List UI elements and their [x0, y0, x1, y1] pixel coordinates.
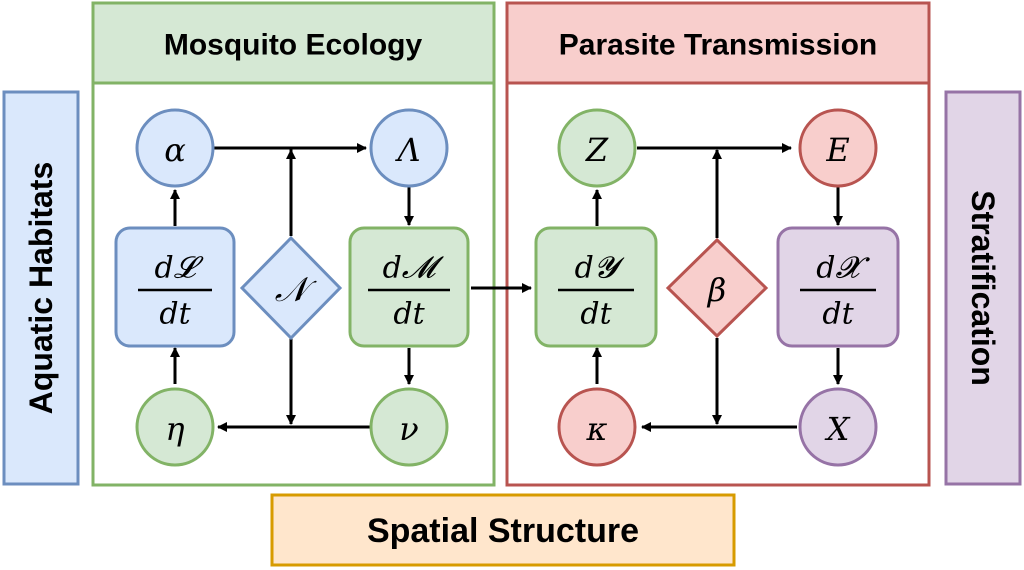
- svg-text:α: α: [164, 131, 186, 169]
- node-dY-dt: d𝓨 dt: [534, 226, 658, 348]
- svg-text:E: E: [825, 131, 849, 169]
- node-beta: β: [665, 237, 769, 339]
- svg-text:d𝓛: d𝓛: [154, 251, 203, 286]
- svg-text:dt: dt: [393, 297, 425, 332]
- aquatic-habitats-panel: Aquatic Habitats: [2, 90, 80, 486]
- node-dM-dt: d𝓜 dt: [348, 226, 470, 348]
- node-eta: η: [135, 387, 215, 467]
- spatial-structure-label: Spatial Structure: [367, 512, 639, 550]
- parasite-transmission-title: Parasite Transmission: [559, 29, 878, 62]
- svg-text:ν: ν: [399, 410, 418, 448]
- svg-text:dt: dt: [822, 297, 854, 332]
- node-alpha: α: [135, 108, 215, 188]
- svg-text:d𝓜: d𝓜: [383, 251, 445, 286]
- node-kappa: κ: [557, 387, 637, 467]
- node-E: E: [798, 108, 878, 188]
- svg-text:β: β: [707, 271, 727, 309]
- svg-text:X: X: [824, 410, 851, 448]
- node-Z: Z: [557, 108, 637, 188]
- node-dX-dt: d𝓧 dt: [776, 226, 900, 348]
- svg-text:dt: dt: [580, 297, 612, 332]
- stratification-label: Stratification: [965, 190, 1001, 386]
- node-N: 𝒩: [239, 235, 343, 341]
- mosquito-ecology-panel: Mosquito Ecology: [91, 1, 496, 487]
- node-nu: ν: [369, 387, 449, 467]
- aquatic-habitats-label: Aquatic Habitats: [23, 162, 59, 414]
- node-X: X: [798, 387, 878, 467]
- stratification-panel: Stratification: [944, 90, 1022, 486]
- svg-text:κ: κ: [586, 410, 608, 448]
- svg-text:d𝓨: d𝓨: [575, 251, 625, 286]
- parasite-edges: [592, 143, 843, 432]
- mosquito-ecology-title: Mosquito Ecology: [164, 29, 423, 62]
- node-lambda: Λ: [369, 108, 449, 188]
- parasite-transmission-panel: Parasite Transmission: [505, 1, 931, 487]
- svg-text:Z: Z: [585, 131, 609, 169]
- node-dL-dt: d𝓛 dt: [114, 226, 236, 348]
- svg-text:dt: dt: [159, 297, 191, 332]
- spatial-structure-panel: Spatial Structure: [270, 493, 736, 567]
- svg-text:Λ: Λ: [394, 131, 420, 169]
- svg-text:η: η: [165, 410, 184, 448]
